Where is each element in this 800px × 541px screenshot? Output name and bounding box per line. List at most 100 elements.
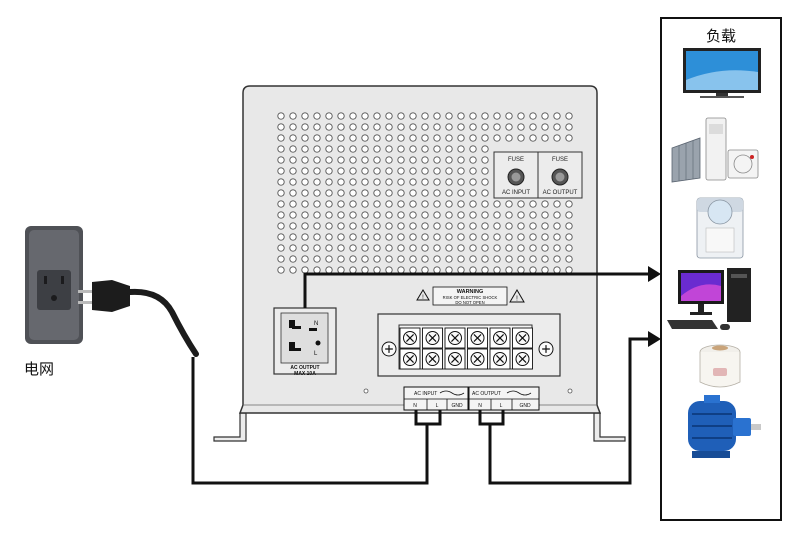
vent-hole: [565, 200, 573, 208]
warning-triangle-left-icon: [416, 289, 430, 301]
ac-input-terminals: AC INPUT N L GND: [403, 386, 469, 411]
vent-hole: [493, 134, 501, 142]
vent-hole: [517, 233, 525, 241]
terminal-screw-icon-slot: [496, 355, 504, 363]
vent-hole: [277, 266, 285, 274]
washing-machine-icon: [696, 197, 744, 259]
terminal-screw-icon-slot: [518, 334, 527, 342]
vent-hole: [445, 123, 453, 131]
ventilation-grille: [277, 112, 573, 274]
vent-hole: [313, 200, 321, 208]
vent-hole: [469, 255, 477, 263]
vent-hole: [373, 266, 381, 274]
vent-hole: [541, 123, 549, 131]
vent-hole: [313, 134, 321, 142]
vent-hole: [493, 233, 501, 241]
vent-hole: [457, 134, 465, 142]
vent-hole: [433, 134, 441, 142]
vent-hole: [541, 255, 549, 263]
vent-hole: [397, 167, 405, 175]
vent-hole: [385, 112, 393, 120]
ac-output-term-gnd: GND: [519, 403, 531, 409]
arrow-head-lower-icon: [648, 331, 661, 347]
vent-hole: [301, 189, 309, 197]
vent-hole: [301, 134, 309, 142]
vent-hole: [289, 233, 297, 241]
vent-hole: [457, 145, 465, 153]
vent-hole: [337, 134, 345, 142]
vent-hole: [517, 211, 525, 219]
vent-hole: [565, 134, 573, 142]
panel-screw-right: [567, 388, 573, 394]
ac-tower-vent: [709, 124, 723, 134]
socket-ground-pin: [315, 340, 321, 346]
vent-hole: [277, 233, 285, 241]
vent-hole: [397, 222, 405, 230]
vent-hole: [385, 145, 393, 153]
vent-hole: [433, 244, 441, 252]
vent-hole: [397, 178, 405, 186]
vent-hole: [409, 233, 417, 241]
vent-hole: [397, 211, 405, 219]
vent-hole: [277, 123, 285, 131]
vent-hole: [433, 200, 441, 208]
vent-hole: [445, 244, 453, 252]
vent-hole: [325, 255, 333, 263]
vent-hole: [445, 156, 453, 164]
vent-hole: [289, 145, 297, 153]
vent-hole: [541, 200, 549, 208]
vent-hole: [565, 211, 573, 219]
vent-hole: [433, 211, 441, 219]
terminal-end-screw-right-icon-slot: [542, 345, 550, 353]
vent-hole: [529, 112, 537, 120]
warning-line2: DO NOT OPEN: [455, 300, 484, 305]
vent-hole: [301, 112, 309, 120]
ac-output-term-l: L: [500, 403, 503, 409]
motor-terminal-box: [704, 395, 720, 403]
vent-hole: [289, 189, 297, 197]
outlet-slot-left: [44, 276, 47, 284]
vent-hole: [517, 222, 525, 230]
vent-hole: [553, 233, 561, 241]
warning-exclaim-right: !: [516, 296, 518, 303]
vent-hole: [505, 134, 513, 142]
vent-hole: [433, 233, 441, 241]
vent-hole: [373, 123, 381, 131]
vent-hole: [313, 178, 321, 186]
vent-hole: [289, 178, 297, 186]
vent-hole: [325, 112, 333, 120]
vent-hole: [529, 134, 537, 142]
vent-hole: [505, 112, 513, 120]
socket-slot-bottom-left: [292, 348, 301, 351]
panel-screw-left: [363, 388, 369, 394]
vent-hole: [541, 244, 549, 252]
vent-hole: [349, 200, 357, 208]
vent-hole: [421, 200, 429, 208]
vent-hole: [385, 255, 393, 263]
vent-hole: [385, 222, 393, 230]
vent-hole: [517, 266, 525, 274]
vent-hole: [397, 200, 405, 208]
vent-hole: [409, 189, 417, 197]
vent-hole: [517, 123, 525, 131]
vent-hole: [445, 211, 453, 219]
vent-hole: [445, 266, 453, 274]
vent-hole: [553, 211, 561, 219]
vent-hole: [409, 211, 417, 219]
vent-hole: [361, 156, 369, 164]
pc-drive-bay: [731, 274, 747, 278]
vent-hole: [361, 189, 369, 197]
vent-hole: [349, 167, 357, 175]
vent-hole: [373, 222, 381, 230]
vent-hole: [337, 255, 345, 263]
vent-hole: [541, 222, 549, 230]
socket-hole-bottom-left: [289, 342, 295, 351]
vent-hole: [289, 211, 297, 219]
vent-hole: [469, 178, 477, 186]
vent-hole: [457, 211, 465, 219]
vent-hole: [385, 233, 393, 241]
vent-hole: [421, 134, 429, 142]
vent-hole: [361, 112, 369, 120]
vent-hole: [373, 167, 381, 175]
vent-hole: [553, 255, 561, 263]
